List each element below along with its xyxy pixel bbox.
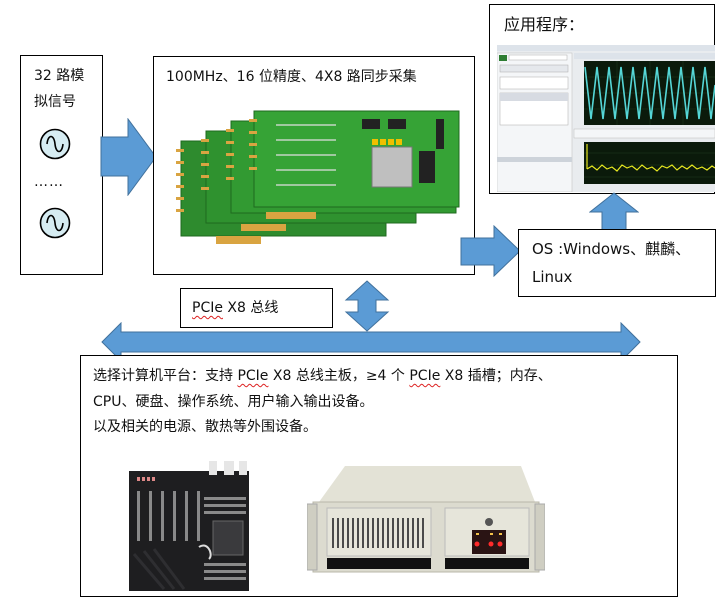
platform-line2: CPU、硬盘、操作系统、用户输入输出设备。 xyxy=(93,394,374,410)
pcie-term: PCIe xyxy=(409,368,441,384)
platform-text: X8 插槽；内存、 xyxy=(440,368,552,384)
sine-wave-source-icon xyxy=(39,207,71,239)
platform-text: X8 总线主板，≥4 个 xyxy=(268,368,410,384)
pcie-label-rest: X8 总线 xyxy=(222,300,279,316)
computer-platform-box: 选择计算机平台：支持 PCIe X8 总线主板，≥4 个 PCIe X8 插槽；… xyxy=(80,355,678,597)
analog-input-box: 32 路模 拟信号 …… xyxy=(20,55,103,275)
input-title-line1: 32 路模 xyxy=(34,68,85,84)
pcie-bus-label: PCIe X8 总线 xyxy=(192,297,278,319)
up-arrow-icon xyxy=(589,192,639,232)
input-ellipsis: …… xyxy=(34,174,64,190)
up-down-arrow-icon xyxy=(344,280,390,332)
os-line2: Linux xyxy=(532,268,573,286)
platform-line3: 以及相关的电源、散热等外围设备。 xyxy=(93,419,317,435)
sine-wave-source-icon xyxy=(39,128,71,160)
motherboard-image xyxy=(129,461,249,591)
board-title: 100MHz、16 位精度、4X8 路同步采集 xyxy=(166,69,417,85)
app-title: 应用程序： xyxy=(504,15,585,34)
platform-line1: 选择计算机平台：支持 PCIe X8 总线主板，≥4 个 PCIe X8 插槽；… xyxy=(93,365,552,387)
right-arrow-icon xyxy=(460,225,521,277)
input-title-line2: 拟信号 xyxy=(34,94,76,110)
os-line1: OS :Windows、麒麟、 xyxy=(532,240,691,258)
signal-analyzer-software-screenshot xyxy=(497,45,715,192)
acquisition-board-box: 100MHz、16 位精度、4X8 路同步采集 xyxy=(153,56,475,275)
pcie-term: PCIe xyxy=(237,368,269,384)
rackmount-chassis-image xyxy=(307,466,545,573)
pcie-term: PCIe xyxy=(192,300,223,316)
application-box: 应用程序： xyxy=(489,4,715,194)
right-arrow-icon xyxy=(100,118,157,196)
pcie-acquisition-cards-image xyxy=(176,110,460,244)
platform-text: 选择计算机平台：支持 xyxy=(93,368,238,384)
pcie-bus-label-box: PCIe X8 总线 xyxy=(180,288,333,328)
operating-system-box: OS :Windows、麒麟、 Linux xyxy=(518,229,716,297)
